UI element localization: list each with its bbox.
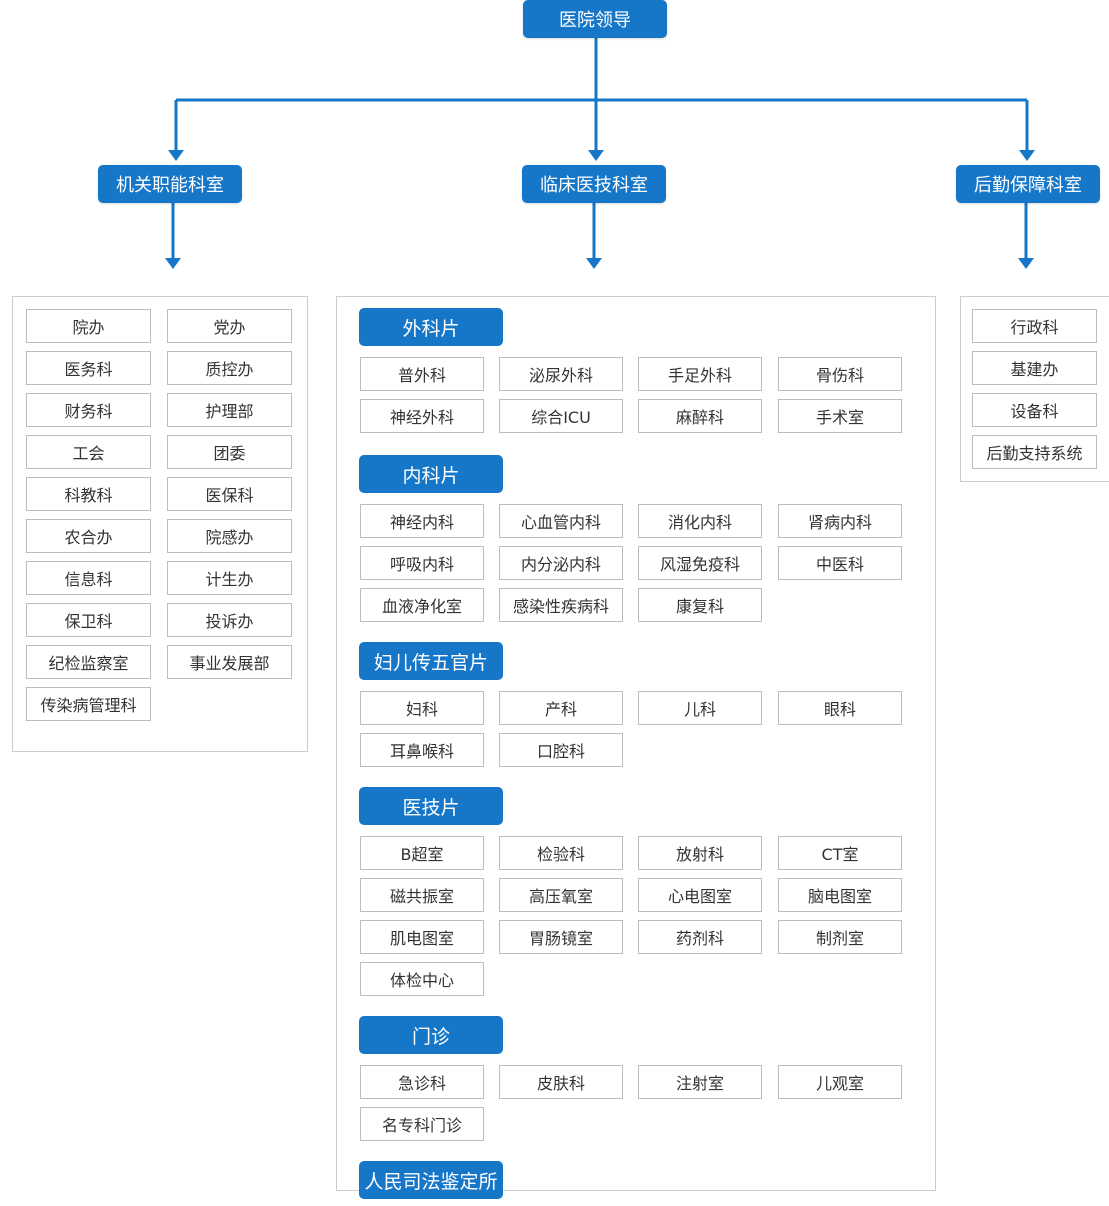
department-cell[interactable]: 农合办 <box>26 519 151 553</box>
department-cell[interactable]: 胃肠镜室 <box>499 920 623 954</box>
department-cell[interactable]: 传染病管理科 <box>26 687 151 721</box>
department-cell[interactable]: 事业发展部 <box>167 645 292 679</box>
department-cell[interactable]: 脑电图室 <box>778 878 902 912</box>
department-cell[interactable]: 工会 <box>26 435 151 469</box>
department-cell[interactable]: 信息科 <box>26 561 151 595</box>
root-node[interactable]: 医院领导 <box>523 0 667 38</box>
department-cell[interactable]: 护理部 <box>167 393 292 427</box>
department-cell[interactable]: 院感办 <box>167 519 292 553</box>
department-cell[interactable]: 内分泌内科 <box>499 546 623 580</box>
category-header[interactable]: 妇儿传五官片 <box>359 642 503 680</box>
category-header[interactable]: 门诊 <box>359 1016 503 1054</box>
department-cell[interactable]: 儿观室 <box>778 1065 902 1099</box>
department-cell[interactable]: 眼科 <box>778 691 902 725</box>
department-cell[interactable]: 神经外科 <box>360 399 484 433</box>
department-cell[interactable]: 口腔科 <box>499 733 623 767</box>
department-cell[interactable]: 骨伤科 <box>778 357 902 391</box>
department-cell[interactable]: 急诊科 <box>360 1065 484 1099</box>
department-cell[interactable]: 磁共振室 <box>360 878 484 912</box>
connector-lines <box>165 38 1035 269</box>
department-cell[interactable]: 呼吸内科 <box>360 546 484 580</box>
department-cell[interactable]: 感染性疾病科 <box>499 588 623 622</box>
department-cell[interactable]: 纪检监察室 <box>26 645 151 679</box>
department-cell[interactable]: 妇科 <box>360 691 484 725</box>
department-cell[interactable]: 消化内科 <box>638 504 762 538</box>
department-cell[interactable]: 体检中心 <box>360 962 484 996</box>
department-cell[interactable]: 名专科门诊 <box>360 1107 484 1141</box>
department-cell[interactable]: 康复科 <box>638 588 762 622</box>
category-header[interactable]: 外科片 <box>359 308 503 346</box>
department-cell[interactable]: 投诉办 <box>167 603 292 637</box>
department-cell[interactable]: 综合ICU <box>499 399 623 433</box>
department-cell[interactable]: 质控办 <box>167 351 292 385</box>
arrow-down-icon <box>168 150 184 161</box>
department-cell[interactable]: CT室 <box>778 836 902 870</box>
arrow-down-icon <box>588 150 604 161</box>
department-cell[interactable]: 党办 <box>167 309 292 343</box>
department-cell[interactable]: 科教科 <box>26 477 151 511</box>
branch-left-node[interactable]: 机关职能科室 <box>98 165 242 203</box>
department-cell[interactable]: 医保科 <box>167 477 292 511</box>
department-cell[interactable]: 行政科 <box>972 309 1097 343</box>
department-cell[interactable]: 后勤支持系统 <box>972 435 1097 469</box>
department-cell[interactable]: 耳鼻喉科 <box>360 733 484 767</box>
department-cell[interactable]: 财务科 <box>26 393 151 427</box>
arrow-down-icon <box>586 258 602 269</box>
department-cell[interactable]: 设备科 <box>972 393 1097 427</box>
department-cell[interactable]: 药剂科 <box>638 920 762 954</box>
arrow-down-icon <box>1018 258 1034 269</box>
department-cell[interactable]: 肌电图室 <box>360 920 484 954</box>
department-cell[interactable]: 检验科 <box>499 836 623 870</box>
department-cell[interactable]: 基建办 <box>972 351 1097 385</box>
department-cell[interactable]: 中医科 <box>778 546 902 580</box>
branch-right-node[interactable]: 后勤保障科室 <box>956 165 1100 203</box>
department-cell[interactable]: 手术室 <box>778 399 902 433</box>
department-cell[interactable]: 产科 <box>499 691 623 725</box>
department-cell[interactable]: 肾病内科 <box>778 504 902 538</box>
department-cell[interactable]: 普外科 <box>360 357 484 391</box>
department-cell[interactable]: 放射科 <box>638 836 762 870</box>
department-cell[interactable]: 心电图室 <box>638 878 762 912</box>
department-cell[interactable]: 计生办 <box>167 561 292 595</box>
category-header[interactable]: 人民司法鉴定所 <box>359 1161 503 1199</box>
department-cell[interactable]: 注射室 <box>638 1065 762 1099</box>
department-cell[interactable]: 皮肤科 <box>499 1065 623 1099</box>
category-header[interactable]: 医技片 <box>359 787 503 825</box>
department-cell[interactable]: 制剂室 <box>778 920 902 954</box>
department-cell[interactable]: B超室 <box>360 836 484 870</box>
department-cell[interactable]: 手足外科 <box>638 357 762 391</box>
department-cell[interactable]: 泌尿外科 <box>499 357 623 391</box>
category-header[interactable]: 内科片 <box>359 455 503 493</box>
department-cell[interactable]: 血液净化室 <box>360 588 484 622</box>
department-cell[interactable]: 保卫科 <box>26 603 151 637</box>
department-cell[interactable]: 高压氧室 <box>499 878 623 912</box>
department-cell[interactable]: 神经内科 <box>360 504 484 538</box>
department-cell[interactable]: 团委 <box>167 435 292 469</box>
arrow-down-icon <box>1019 150 1035 161</box>
department-cell[interactable]: 儿科 <box>638 691 762 725</box>
department-cell[interactable]: 风湿免疫科 <box>638 546 762 580</box>
branch-center-node[interactable]: 临床医技科室 <box>522 165 666 203</box>
department-cell[interactable]: 院办 <box>26 309 151 343</box>
department-cell[interactable]: 心血管内科 <box>499 504 623 538</box>
department-cell[interactable]: 医务科 <box>26 351 151 385</box>
department-cell[interactable]: 麻醉科 <box>638 399 762 433</box>
arrow-down-icon <box>165 258 181 269</box>
